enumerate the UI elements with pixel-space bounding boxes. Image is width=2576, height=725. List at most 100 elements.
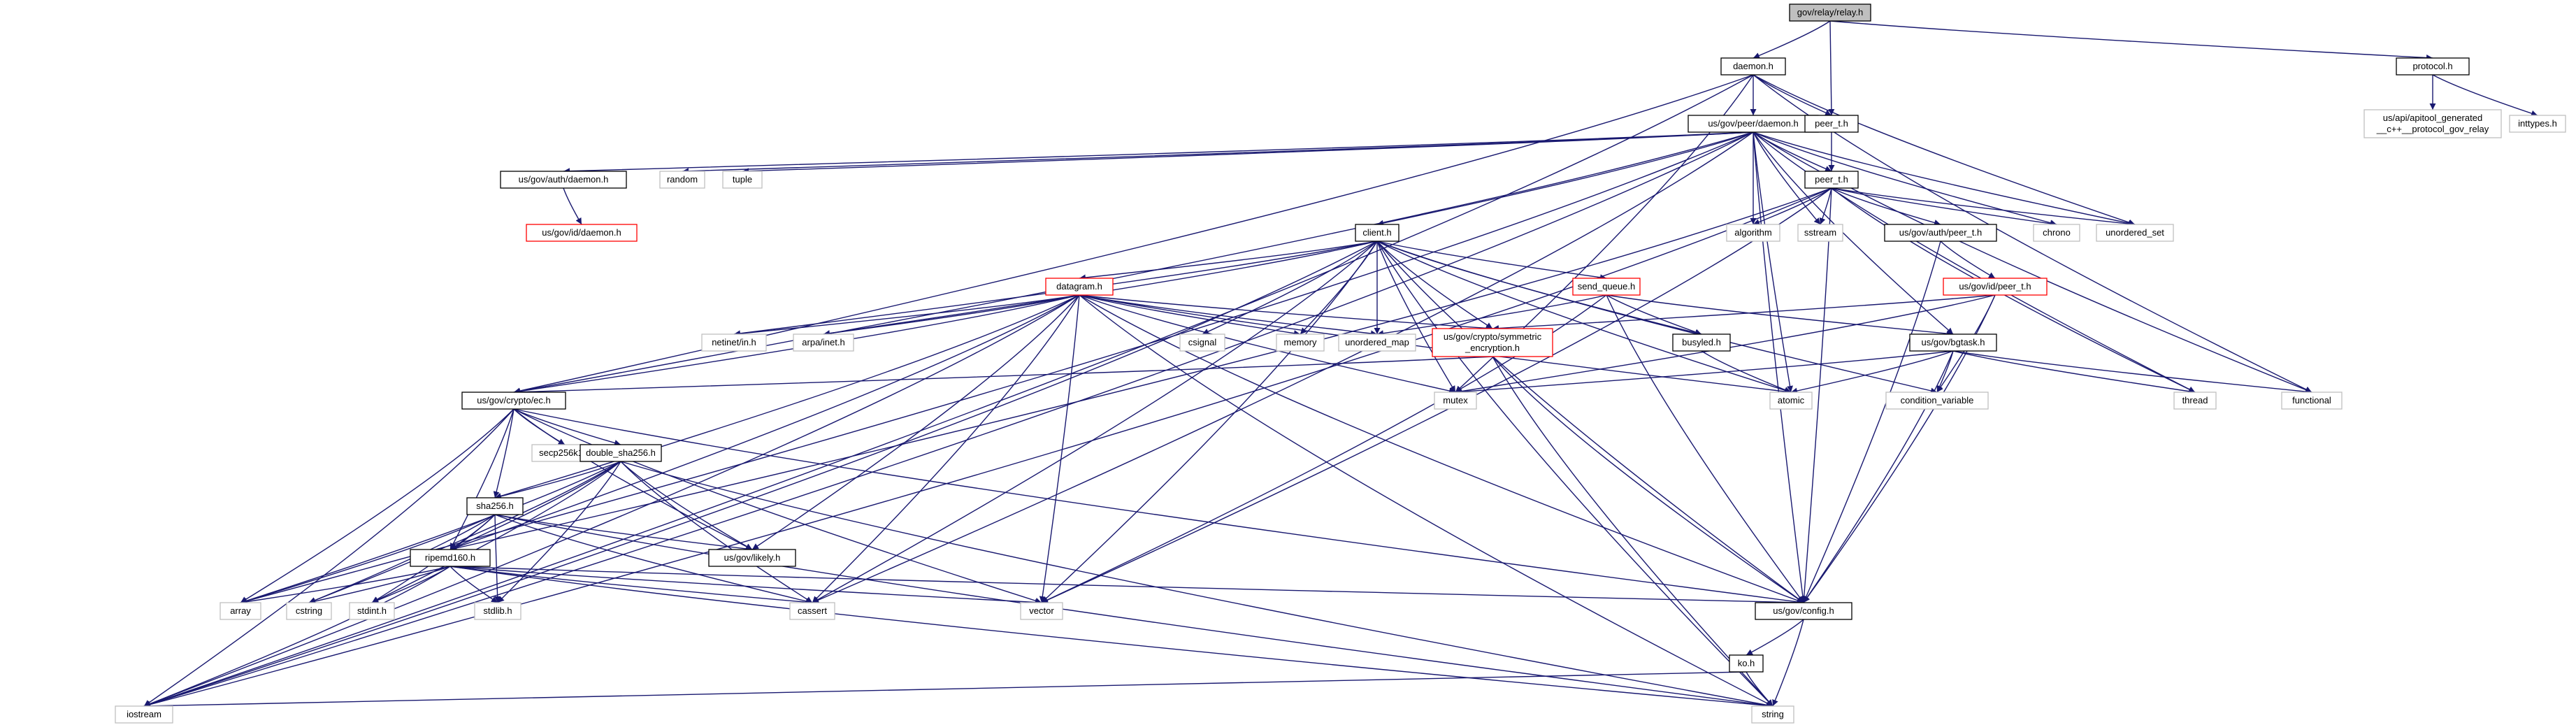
edge-peerdaemon-to-functional (1753, 131, 2312, 393)
edge-peerdaemon-to-chrono (1753, 131, 2057, 227)
edge-client-to-mutex (1376, 241, 1456, 393)
edge-client-to-send_queue (1376, 241, 1607, 281)
edge-client-to-csignal (1202, 241, 1378, 335)
node-random: random (659, 171, 705, 189)
edge-ec-to-likely (513, 408, 753, 550)
node-mutex: mutex (1434, 392, 1477, 410)
edge-peer_t-to-unordered_set (1831, 187, 2136, 227)
node-label: ko.h (1738, 658, 1755, 668)
node-box (1804, 171, 1859, 189)
node-config[interactable]: us/gov/config.h (1755, 602, 1852, 620)
node-authpeer[interactable]: us/gov/auth/peer_t.h (1884, 224, 1997, 242)
node-atomic: atomic (1769, 392, 1813, 410)
edge-dsha-to-array (240, 461, 621, 604)
node-label: __c++__protocol_gov_relay (2376, 124, 2489, 134)
edge-send_queue-to-vector (1041, 294, 1607, 603)
node-peerdaemon[interactable]: us/gov/peer/daemon.h (1688, 115, 1819, 133)
node-ec[interactable]: us/gov/crypto/ec.h (461, 392, 566, 410)
node-label: us/gov/id/peer_t.h (1959, 281, 2031, 292)
edge-ec-to-vector (513, 408, 1042, 604)
edge-ec-to-array (240, 408, 515, 603)
edge-peerdaemon-to-unordered_set (1753, 131, 2136, 227)
node-iddaemon[interactable]: us/gov/id/daemon.h (526, 224, 638, 242)
node-ko[interactable]: ko.h (1729, 654, 1764, 673)
node-box (1884, 224, 1997, 242)
edge-peerdaemon-to-iostream (143, 131, 1754, 708)
node-ripemd[interactable]: ripemd160.h (410, 549, 491, 567)
node-box (1720, 57, 1786, 76)
node-datagram[interactable]: datagram.h (1045, 278, 1114, 296)
edge-peer_t-to-authpeer (1831, 187, 1941, 226)
edge-datagram-to-ec (513, 294, 1080, 395)
node-label: daemon.h (1733, 61, 1773, 71)
node-label: cassert (798, 605, 827, 616)
edge-authpeer-to-idpeer (1940, 241, 1996, 279)
node-sha256[interactable]: sha256.h (466, 497, 524, 515)
node-protocol[interactable]: protocol.h (2396, 57, 2470, 76)
node-daemon[interactable]: daemon.h (1720, 57, 1786, 76)
edge-client-to-string (1376, 241, 1773, 707)
node-box (474, 602, 521, 620)
node-box (1045, 278, 1114, 296)
node-box (789, 602, 835, 620)
edge-ripemd-to-iostream (143, 566, 451, 707)
node-box (461, 392, 566, 410)
edge-send_queue-to-busyled (1606, 294, 1702, 336)
node-label: us/gov/auth/peer_t.h (1899, 227, 1983, 238)
node-label: mutex (1443, 395, 1468, 405)
dependency-edges (143, 20, 2538, 710)
edge-datagram-to-arpainet (823, 294, 1080, 337)
node-box (1789, 3, 1871, 22)
node-box (1338, 333, 1416, 352)
edge-send_queue-to-unordered_map (1376, 294, 1607, 337)
node-idpeer[interactable]: us/gov/id/peer_t.h (1943, 278, 2048, 296)
edge-send_queue-to-config (1606, 294, 1804, 603)
edge-peerdaemon-to-thread (1753, 131, 2196, 393)
edge-peerdaemon-to-sstream (1753, 131, 1821, 225)
node-root[interactable]: gov/relay/relay.h (1789, 3, 1871, 22)
node-label: cstring (296, 605, 322, 616)
node-busyled[interactable]: busyled.h (1672, 333, 1731, 352)
node-box (1434, 392, 1477, 410)
node-peer_t[interactable]: peer_t.h (1804, 171, 1859, 189)
node-client[interactable]: client.h (1355, 224, 1399, 242)
node-label: iostream (127, 709, 161, 719)
node-label: us/gov/auth/daemon.h (519, 174, 609, 185)
node-label: client.h (1362, 227, 1391, 238)
node-label: double_sha256.h (586, 447, 656, 458)
node-box (2173, 392, 2217, 410)
node-symmetric[interactable]: us/gov/crypto/symmetric_encryption.h (1432, 328, 1553, 357)
node-label: thread (2182, 395, 2208, 405)
edge-daemon-to-ec (513, 74, 1754, 394)
node-label: ripemd160.h (425, 552, 475, 563)
node-box (2281, 392, 2343, 410)
node-label: send_queue.h (1578, 281, 1635, 292)
node-dsha[interactable]: double_sha256.h (580, 444, 662, 462)
node-box (701, 333, 767, 352)
edge-idpeer-to-config (1803, 294, 1996, 603)
node-box (1755, 602, 1852, 620)
node-box (1572, 278, 1641, 296)
node-likely[interactable]: us/gov/likely.h (708, 549, 796, 567)
edge-idpeer-to-mutex (1455, 294, 1996, 395)
edge-sha256-to-likely (494, 514, 753, 552)
node-label: us/gov/peer/daemon.h (1708, 118, 1798, 129)
node-tuple: tuple (722, 171, 763, 189)
edge-bgtask-to-functional (1952, 350, 2312, 395)
node-authdaemon[interactable]: us/gov/auth/daemon.h (500, 171, 627, 189)
edge-ec-to-sha256 (493, 408, 515, 498)
node-bgtask[interactable]: us/gov/bgtask.h (1909, 333, 1997, 352)
edge-peerdaemon-to-ec (513, 131, 1754, 394)
edge-busyled-to-atomic (1701, 350, 1792, 393)
node-send_queue[interactable]: send_queue.h (1572, 278, 1641, 296)
node-label: peer_t.h (1815, 118, 1848, 129)
edge-ko-to-string (1746, 671, 1773, 707)
node-iostream: iostream (115, 705, 173, 724)
edge-peerdaemon-to-client (1376, 131, 1754, 227)
node-peer_t_top[interactable]: peer_t.h (1804, 115, 1859, 133)
edge-peer_t-to-ripemd (449, 187, 1832, 552)
node-box (349, 602, 395, 620)
node-cstring: cstring (286, 602, 332, 620)
node-box (466, 497, 524, 515)
edge-peer_t-to-thread (1831, 187, 2196, 393)
